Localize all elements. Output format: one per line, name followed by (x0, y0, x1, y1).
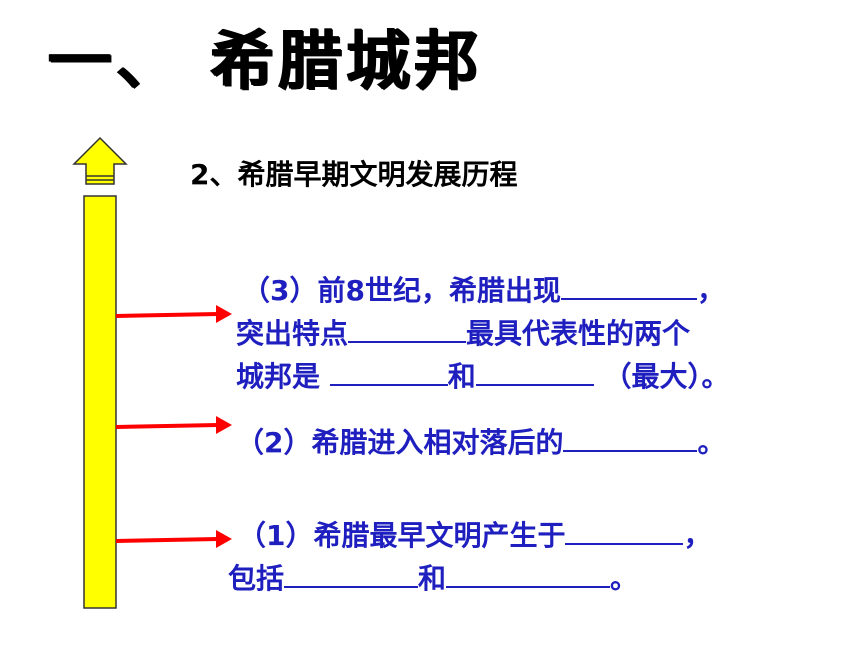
event-2-text: （2）希腊进入相对落后的 (236, 426, 564, 459)
event-3-text: （3）前8世纪，希腊出现 (242, 274, 561, 307)
event-1-text: （1）希腊最早文明产生于 (238, 519, 566, 552)
event-3-punct: ， (696, 274, 725, 307)
event-3-text: （最大）。 (593, 360, 730, 393)
timeline-arrowhead (72, 136, 128, 185)
event-3-text: 城邦是 (236, 360, 330, 393)
event-1-punct: ， (683, 519, 712, 552)
event-item-1: （1）希腊最早文明产生于 ， 包括 和 。 (228, 513, 712, 599)
timeline-shaft (83, 195, 117, 609)
pointer-arrow-3-head (216, 305, 232, 323)
fill-blank (560, 268, 697, 300)
fill-blank (475, 354, 594, 386)
pointer-arrow-2-line (115, 423, 219, 429)
event-3-text: 最具代表性的两个 (466, 317, 691, 350)
pointer-arrow-2-head (216, 416, 232, 434)
event-2-punct: 。 (697, 426, 726, 459)
event-item-2: （2）希腊进入相对落后的 。 (236, 420, 726, 463)
fill-blank (284, 556, 419, 588)
page-title: 一、 希腊城邦 (48, 25, 483, 99)
fill-blank (348, 311, 467, 343)
pointer-arrow-3-line (115, 312, 219, 318)
event-1-text: 和 (418, 562, 447, 595)
event-1-text: 包括 (228, 562, 285, 595)
section-subtitle: 2、希腊早期文明发展历程 (190, 158, 518, 191)
event-1-punct: 。 (610, 562, 639, 595)
event-3-text: 突出特点 (236, 317, 349, 350)
event-item-3: （3）前8世纪，希腊出现 ， 突出特点 最具代表性的两个 城邦是 和 （最大）。 (236, 268, 730, 397)
fill-blank (565, 513, 684, 545)
pointer-arrow-1-line (115, 537, 219, 543)
fill-blank (446, 556, 611, 588)
fill-blank (329, 354, 448, 386)
pointer-arrow-1-head (216, 530, 232, 548)
fill-blank (563, 420, 698, 452)
event-3-text: 和 (447, 360, 476, 393)
